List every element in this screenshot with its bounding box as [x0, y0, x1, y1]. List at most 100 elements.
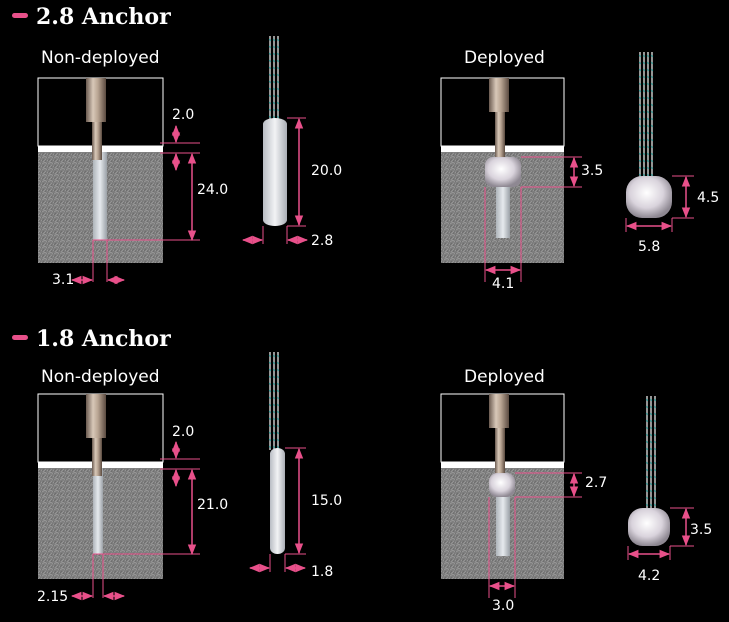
suture-stripe — [642, 124, 646, 128]
suture-stripe — [649, 496, 653, 500]
suture-stripe — [272, 94, 276, 98]
suture-stripe — [650, 110, 654, 114]
suture-stripe — [638, 138, 642, 142]
suture-stripe — [642, 82, 646, 86]
suture-stripe — [646, 61, 650, 65]
suture-stripe — [642, 110, 646, 114]
suture-stripe — [653, 426, 657, 430]
non-deployed-label: Non-deployed — [41, 48, 160, 68]
suture-stripe — [642, 61, 646, 65]
inserter-shaft — [92, 438, 102, 476]
suture-stripe — [268, 417, 272, 421]
suture-stripe — [276, 417, 280, 421]
suture-stripe — [276, 424, 280, 428]
deployed-anchor-in-bone — [489, 473, 515, 497]
suture-stripe — [272, 73, 276, 77]
suture-stripe — [649, 482, 653, 486]
suture-stripe — [649, 426, 653, 430]
suture-stripe — [642, 131, 646, 135]
suture-stripe — [642, 138, 646, 142]
suture-stripe — [272, 108, 276, 112]
deployed-anchor-width-dimension: 4.2 — [638, 568, 661, 584]
suture-stripe — [268, 361, 272, 365]
suture-stripe — [272, 438, 276, 442]
suture-stripe — [276, 87, 280, 91]
suture-stripe — [649, 398, 653, 402]
suture-stripe — [268, 38, 272, 42]
deployed-height-dimension: 2.7 — [585, 475, 608, 491]
inserter-handle — [489, 394, 509, 428]
suture-stripe — [649, 419, 653, 423]
suture-stripe — [638, 110, 642, 114]
suture-stripe — [268, 368, 272, 372]
suture-stripe — [645, 433, 649, 437]
suture-stripe — [276, 431, 280, 435]
suture-stripe — [276, 361, 280, 365]
suture-stripe — [276, 375, 280, 379]
suture-stripe — [645, 398, 649, 402]
suture-stripe — [642, 75, 646, 79]
suture-stripe — [638, 159, 642, 163]
suture-stripe — [268, 52, 272, 56]
suture-stripe — [642, 54, 646, 58]
suture-stripe — [649, 475, 653, 479]
suture-stripe — [646, 110, 650, 114]
suture-stripe — [276, 66, 280, 70]
deployed-anchor-width-dimension: 5.8 — [638, 239, 661, 255]
suture-stripe — [645, 496, 649, 500]
inserter-handle — [86, 394, 106, 438]
suture-stripe — [276, 354, 280, 358]
suture-stripe — [646, 173, 650, 177]
suture-stripe — [649, 503, 653, 507]
suture-stripe — [638, 117, 642, 121]
section-title-1-8: 1.8 Anchor — [12, 326, 171, 352]
suture-stripe — [268, 431, 272, 435]
suture-stripe — [638, 82, 642, 86]
suture-stripe — [276, 59, 280, 63]
suture-stripe — [272, 361, 276, 365]
suture-stripe — [268, 389, 272, 393]
suture-stripe — [638, 145, 642, 149]
suture-stripe — [276, 389, 280, 393]
suture-stripe — [653, 482, 657, 486]
suture-stripe — [638, 152, 642, 156]
suture-stripe — [650, 75, 654, 79]
gap-dimension: 2.0 — [172, 107, 195, 123]
deployed-anchor — [626, 176, 672, 218]
suture-stripe — [276, 382, 280, 386]
suture-stripe — [650, 138, 654, 142]
suture-stripe — [272, 87, 276, 91]
suture-stripe — [645, 468, 649, 472]
drill-hole — [496, 172, 510, 238]
suture-stripe — [645, 475, 649, 479]
suture-stripe — [272, 354, 276, 358]
suture-stripe — [646, 117, 650, 121]
suture-stripe — [653, 405, 657, 409]
suture-stripe — [276, 38, 280, 42]
suture-stripe — [276, 45, 280, 49]
suture-stripe — [638, 131, 642, 135]
suture-stripe — [646, 145, 650, 149]
suture-stripe — [642, 103, 646, 107]
anchor-body — [270, 448, 285, 554]
suture-stripe — [276, 101, 280, 105]
suture-stripe — [638, 54, 642, 58]
suture-stripe — [272, 45, 276, 49]
anchor-width-dimension: 1.8 — [311, 564, 334, 580]
anchor-length-dimension: 15.0 — [311, 493, 343, 509]
suture-stripe — [642, 152, 646, 156]
suture-stripe — [276, 94, 280, 98]
suture-stripe — [649, 433, 653, 437]
suture-stripe — [650, 166, 654, 170]
suture-stripe — [650, 131, 654, 135]
suture-stripe — [268, 403, 272, 407]
suture-stripe — [272, 52, 276, 56]
suture-stripe — [645, 447, 649, 451]
suture-stripe — [272, 382, 276, 386]
suture-stripe — [650, 159, 654, 163]
suture-stripe — [276, 52, 280, 56]
suture-stripe — [272, 431, 276, 435]
deployed-label: Deployed — [464, 367, 545, 387]
suture-stripe — [638, 75, 642, 79]
